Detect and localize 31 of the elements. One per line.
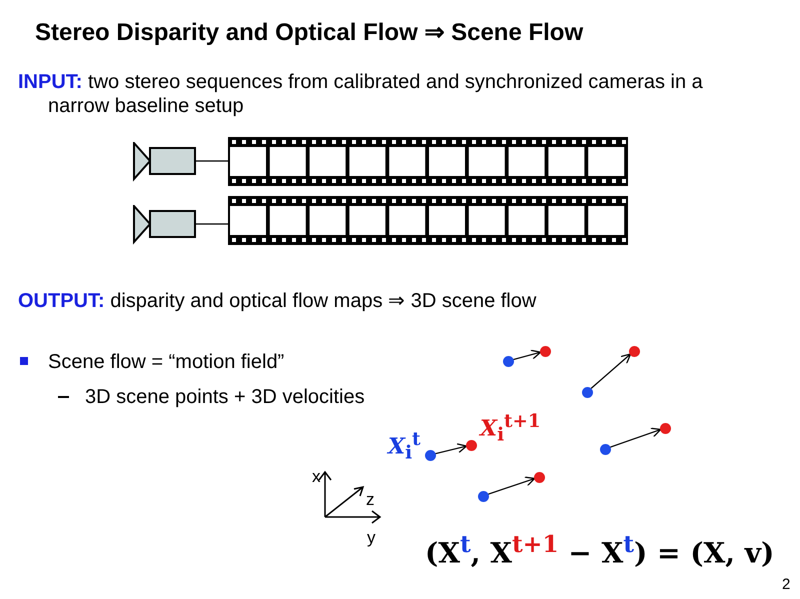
- input-text: INPUT: two stereo sequences from calibrated and synchronized cameras in a narrow baseline setup: [18, 70, 704, 118]
- bullet-text: Scene flow = “motion field”: [48, 350, 284, 374]
- axis-label: x: [312, 466, 320, 487]
- motion-arrow: [513, 350, 542, 360]
- video-camera-icon: [133, 142, 197, 182]
- video-camera-icon: [133, 205, 197, 245]
- connector-line: [196, 223, 228, 225]
- point-dot: [534, 472, 544, 482]
- film-strip-drawing: [228, 196, 628, 245]
- motion-arrow: [435, 443, 468, 454]
- point-dot: [502, 356, 514, 366]
- point-dot: [582, 386, 592, 398]
- point-dot: [424, 450, 436, 460]
- connector-line: [196, 160, 228, 162]
- page-number: 2: [782, 575, 790, 594]
- point-dot: [660, 422, 670, 434]
- point-dot: [478, 490, 488, 502]
- point-dot: [600, 444, 610, 454]
- motion-arrow: [610, 428, 662, 448]
- axis-label: z: [366, 489, 374, 510]
- motion-arrow: [488, 476, 536, 495]
- slide-title: Stereo Disparity and Optical Flow ⇒ Scene Flow: [35, 18, 584, 48]
- output-text: OUTPUT: disparity and optical flow maps ⇒ 3D scene flow: [18, 289, 538, 313]
- axis-label: y: [367, 527, 376, 548]
- point-dot: [540, 346, 550, 356]
- point-dot: [466, 440, 476, 450]
- formula: (X$^{t}$, X$^{t+1}$ − X$^{t}$) = (X, v): [425, 529, 774, 572]
- point-dot: [628, 346, 640, 356]
- motion-arrow: [590, 353, 632, 389]
- bullet-text: 3D scene points + 3D velocities: [85, 385, 365, 409]
- film-strip-drawing: [228, 137, 628, 186]
